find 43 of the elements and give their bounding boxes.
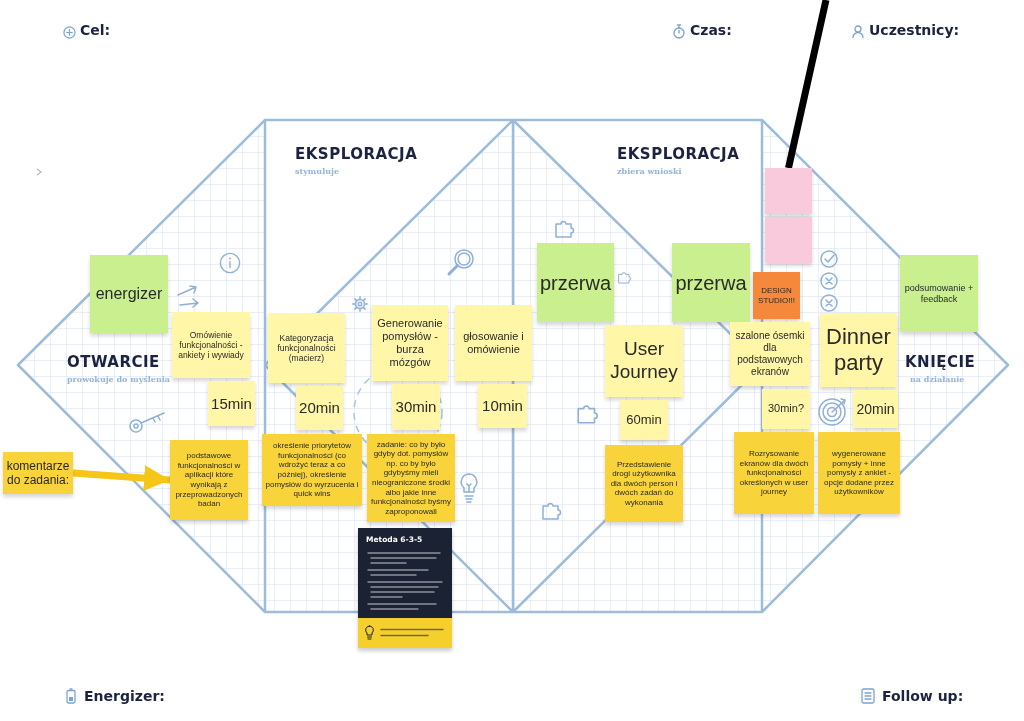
sticky-note: wygenerowane pomysły + inne pomysły z ankiet - opcje dodane przez użytkowników xyxy=(818,432,900,514)
section-subtitle: stymuluje xyxy=(295,166,339,176)
field-label: Follow up: xyxy=(882,688,964,704)
sticky-note: 15min xyxy=(208,381,255,426)
method-card xyxy=(358,528,452,648)
sticky-note xyxy=(765,168,812,214)
sticky-note: 10min xyxy=(478,384,527,428)
section-heading: EKSPLORACJA xyxy=(295,145,418,163)
section-subtitle: na działanie xyxy=(910,374,965,384)
sticky-note: podsumowanie + feedback xyxy=(900,255,978,332)
section-heading: OTWARCIE xyxy=(67,353,160,371)
sticky-note: komentarze do zadania: xyxy=(3,452,73,494)
sticky-note: podstawowe funkcjonalności w aplikacji które wynikają z przeprowadzonych badan xyxy=(170,440,248,520)
field-label: Uczestnicy: xyxy=(869,22,960,38)
sticky-note: Omówienie funkcjonalności - ankiety i wywiady xyxy=(172,312,250,378)
sticky-note: Rozrysowanie ekranów dla dwóch funkcjonalności określonych w user journey xyxy=(734,432,814,514)
sticky-note xyxy=(765,217,812,263)
section-subtitle: prowokuje do myślenia xyxy=(67,374,170,384)
sticky-note: zadanie: co by było gdyby dot. pomysłów np. co by było gdybyśmy mieli nieograniczone środki albo jakie inne funkcjonalności byśmy zaproponowali xyxy=(367,434,455,522)
arrow xyxy=(72,465,171,492)
sticky-note: Generowanie pomysłów - burza mózgów xyxy=(372,305,448,381)
sticky-note: User Journey xyxy=(605,325,683,397)
sticky-note: DESIGN STUDIO!!! xyxy=(753,272,800,319)
sticky-note: przerwa xyxy=(537,243,614,322)
section-heading: EKSPLORACJA xyxy=(617,145,740,163)
sticky-note: 30min xyxy=(392,384,440,430)
sticky-note: 20min xyxy=(296,386,343,430)
sticky-note: 20min xyxy=(853,390,898,428)
sticky-note: przerwa xyxy=(672,243,750,322)
section-heading: KNIĘCIE xyxy=(905,353,976,371)
sticky-note: głosowanie i omówienie xyxy=(455,305,532,381)
sticky-note: energizer xyxy=(90,255,168,333)
section-subtitle: zbiera wnioski xyxy=(617,166,682,176)
sticky-note: określenie priorytetów funkcjonalności (co wdrożyć teraz a co później), określenie pomysłów do wyrzucenia i quick wins xyxy=(262,434,362,506)
sticky-note: Kategoryzacja funkcjonalności (macierz) xyxy=(268,313,345,383)
field-label: Energizer: xyxy=(84,688,165,704)
sticky-note: Dinner party xyxy=(820,313,897,387)
sticky-note: 30min? xyxy=(762,389,810,429)
sticky-note: Przedstawienie drogi użytkownika dla dwóch person i dwóch zadań do wykonania xyxy=(605,445,683,522)
sticky-note: szalone ósemki dla podstawowych ekranów xyxy=(730,322,810,386)
sticky-note: 60min xyxy=(620,400,668,440)
field-label: Cel: xyxy=(80,22,111,38)
field-label: Czas: xyxy=(690,22,732,38)
